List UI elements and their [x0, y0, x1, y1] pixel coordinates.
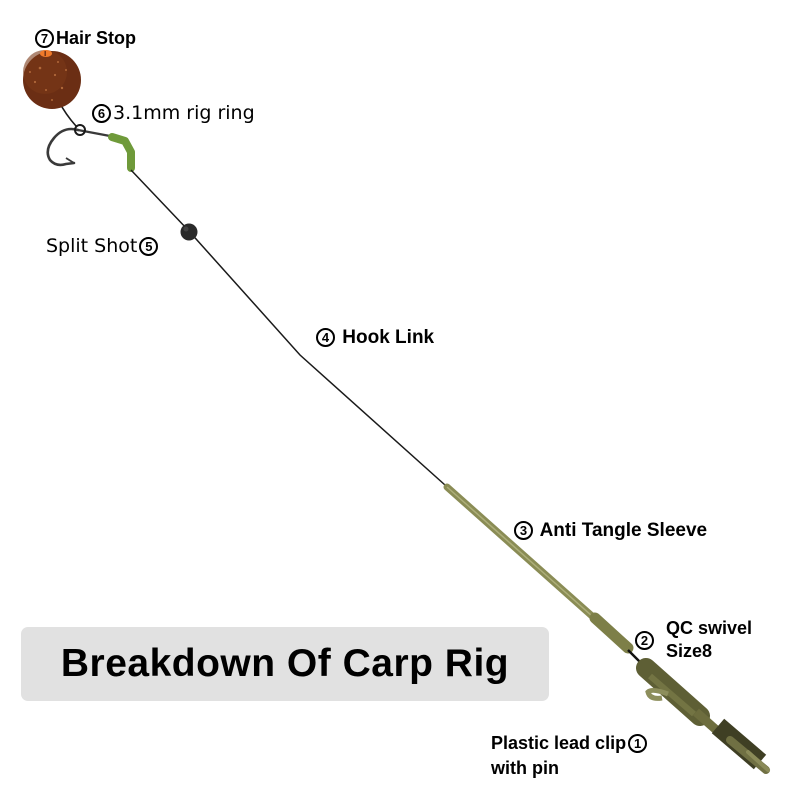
number-2-badge: 2 — [635, 631, 654, 650]
number-6-badge: 6 — [92, 104, 111, 123]
hook-icon — [46, 124, 111, 167]
lead-clip-icon — [636, 658, 770, 774]
number-5-badge: 5 — [139, 237, 159, 256]
title-banner: Breakdown Of Carp Rig — [21, 627, 549, 701]
number-7-badge: 7 — [35, 29, 54, 48]
number-1-badge: 1 — [628, 734, 648, 753]
label-hook-link: 4 Hook Link — [314, 328, 434, 347]
rig-ring-icon — [74, 124, 86, 136]
shrink-tube-icon — [108, 133, 135, 172]
boilie-icon — [23, 50, 81, 109]
split-shot-icon — [180, 223, 198, 241]
hair-stop-icon — [40, 50, 52, 57]
label-qc-swivel: 2 QC swivel Size8 — [633, 617, 752, 663]
number-3-badge: 3 — [514, 521, 533, 540]
label-anti-tangle-sleeve: 3 Anti Tangle Sleeve — [512, 521, 707, 540]
diagram-title: Breakdown Of Carp Rig — [60, 642, 510, 685]
number-4-badge: 4 — [316, 328, 335, 347]
